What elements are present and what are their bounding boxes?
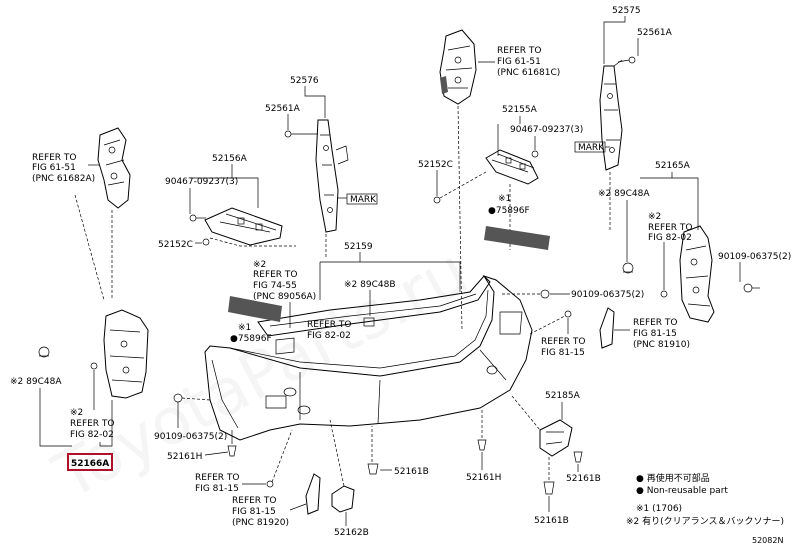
ref-74-55-note: ※2 xyxy=(253,260,266,270)
part-52576[interactable]: 52576 xyxy=(290,76,319,86)
part-89C48A-left[interactable]: ※2 89C48A xyxy=(10,377,62,387)
ref-61-51-top-fig[interactable]: FIG 61-51 xyxy=(497,57,541,67)
screw-90109-rr xyxy=(743,283,760,293)
highlight-box-52166A[interactable] xyxy=(67,453,113,471)
part-52165A[interactable]: 52165A xyxy=(655,161,691,171)
bumper-lower-bracket-right xyxy=(679,225,715,323)
part-90109-left[interactable]: 90109-06375(2) xyxy=(154,432,227,442)
bumper-retainer-left xyxy=(204,207,283,246)
part-89C48A-right[interactable]: ※2 89C48A xyxy=(598,189,650,199)
legend-reuse: ● 再使用不可部品 xyxy=(636,472,710,484)
legend-non-reusable: ● Non-reusable part xyxy=(636,486,728,496)
sticker-75896F-left xyxy=(228,296,282,322)
mark-label-right: MARK xyxy=(578,143,605,153)
part-89C48B[interactable]: ※2 89C48B xyxy=(344,280,396,290)
clip-52161B-center xyxy=(367,463,379,475)
bracket-52185A xyxy=(539,419,573,457)
part-52162B[interactable]: 52162B xyxy=(334,528,369,538)
clip-52161H-left xyxy=(227,430,237,457)
ref-81-15-right-fig[interactable]: FIG 81-15 xyxy=(633,329,677,339)
ref-82-02-right-note: ※2 xyxy=(648,212,661,222)
part-52152C-left[interactable]: 52152C xyxy=(158,240,193,250)
ref-81-15-mid-fig[interactable]: FIG 81-15 xyxy=(541,348,585,358)
quarter-panel-bracket-left xyxy=(97,127,131,209)
reflector-left xyxy=(305,473,321,515)
ref-82-02-right[interactable]: REFER TO xyxy=(648,223,693,233)
part-52561A-right[interactable]: 52561A xyxy=(637,28,673,38)
bumper-retainer-right xyxy=(485,149,539,185)
part-90467-right[interactable]: 90467-09237(3) xyxy=(510,125,583,135)
reflector-right xyxy=(599,307,615,349)
ref-82-02-left-note: ※2 xyxy=(70,408,83,418)
rear-bumper-cover xyxy=(204,275,533,441)
legend-note-2: ※2 有り(クリアランス＆バックソナー) xyxy=(626,515,784,527)
part-52161B-right[interactable]: 52161B xyxy=(566,474,601,484)
screw-90109-right xyxy=(540,289,550,299)
quarter-panel-bracket-top xyxy=(439,29,477,105)
clip-89C48A-right xyxy=(622,262,634,274)
part-75896F-right[interactable]: ●75896F xyxy=(488,206,530,216)
note-1-right: ※1 xyxy=(498,194,511,204)
part-52152C-right[interactable]: 52152C xyxy=(418,160,453,170)
ref-82-02-left[interactable]: REFER TO xyxy=(70,419,115,429)
ref-74-55[interactable]: REFER TO xyxy=(253,270,298,280)
part-90467-left[interactable]: 90467-09237(3) xyxy=(165,177,238,187)
clip-89C48B xyxy=(363,317,375,327)
ref-82-02-center-fig[interactable]: FIG 82-02 xyxy=(307,331,351,341)
part-52156A[interactable]: 52156A xyxy=(212,154,248,164)
cover-52162B xyxy=(331,485,355,513)
ref-82-02-center[interactable]: REFER TO xyxy=(307,320,352,330)
sticker-75896F-right xyxy=(484,226,550,250)
part-52159[interactable]: 52159 xyxy=(344,242,373,252)
ref-82-02-right-fig[interactable]: FIG 82-02 xyxy=(648,233,692,243)
ref-61-51-left-pnc: (PNC 61682A) xyxy=(32,174,95,184)
part-52155A[interactable]: 52155A xyxy=(502,105,538,115)
ref-81-15-right[interactable]: REFER TO xyxy=(633,318,678,328)
bumper-energy-absorber xyxy=(257,275,491,337)
legend-note-1: ※1 (1706) xyxy=(636,504,682,514)
clip-52161B-right xyxy=(573,451,583,463)
clip-89C48A-left xyxy=(38,346,50,358)
part-52161B-bottom[interactable]: 52161B xyxy=(534,516,569,526)
note-1-left: ※1 xyxy=(238,323,251,333)
bumper-lower-bracket-left xyxy=(103,309,149,399)
ref-81-15-bottom-fig[interactable]: FIG 81-15 xyxy=(195,484,239,494)
part-52166A[interactable]: 52166A xyxy=(71,459,109,469)
ref-61-51-top-pnc: (PNC 61681C) xyxy=(497,68,560,78)
part-90109-rr[interactable]: 90109-06375(2) xyxy=(718,252,791,262)
ref-81-15-right-pnc: (PNC 81910) xyxy=(633,340,690,350)
part-52161H-left[interactable]: 52161H xyxy=(167,452,202,462)
mark-label-left: MARK xyxy=(350,195,377,205)
bumper-side-bracket-left xyxy=(315,119,349,233)
diagram-id: 52082N xyxy=(752,536,783,545)
part-52185A[interactable]: 52185A xyxy=(545,391,581,401)
ref-61-51-left[interactable]: REFER TO xyxy=(32,153,77,163)
legend: ● 再使用不可部品 ● Non-reusable part ※1 (1706) … xyxy=(626,472,784,527)
ref-81-15-mid[interactable]: REFER TO xyxy=(541,337,586,347)
bumper-side-bracket-right xyxy=(599,59,623,171)
part-75896F-left[interactable]: ●75896F xyxy=(230,334,272,344)
part-52161H-right[interactable]: 52161H xyxy=(466,473,501,483)
ref-81-15-bottom[interactable]: REFER TO xyxy=(195,473,240,483)
ref-81-15-bottom2-pnc: (PNC 81920) xyxy=(232,518,289,528)
clip-52161B-bottom xyxy=(543,481,555,495)
ref-74-55-pnc: (PNC 89056A) xyxy=(253,292,316,302)
ref-61-51-left-fig[interactable]: FIG 61-51 xyxy=(32,163,76,173)
ref-81-15-bottom2[interactable]: REFER TO xyxy=(232,496,277,506)
ref-61-51-top[interactable]: REFER TO xyxy=(497,46,542,56)
ref-82-02-left-fig[interactable]: FIG 82-02 xyxy=(70,430,114,440)
part-52161B-center[interactable]: 52161B xyxy=(394,467,429,477)
part-90109-right[interactable]: 90109-06375(2) xyxy=(571,290,644,300)
part-52561A-left[interactable]: 52561A xyxy=(265,104,301,114)
clip-52161H-right xyxy=(477,439,487,451)
part-52575[interactable]: 52575 xyxy=(612,6,641,16)
ref-81-15-bottom2-fig[interactable]: FIG 81-15 xyxy=(232,507,276,517)
ref-74-55-fig[interactable]: FIG 74-55 xyxy=(253,281,297,291)
